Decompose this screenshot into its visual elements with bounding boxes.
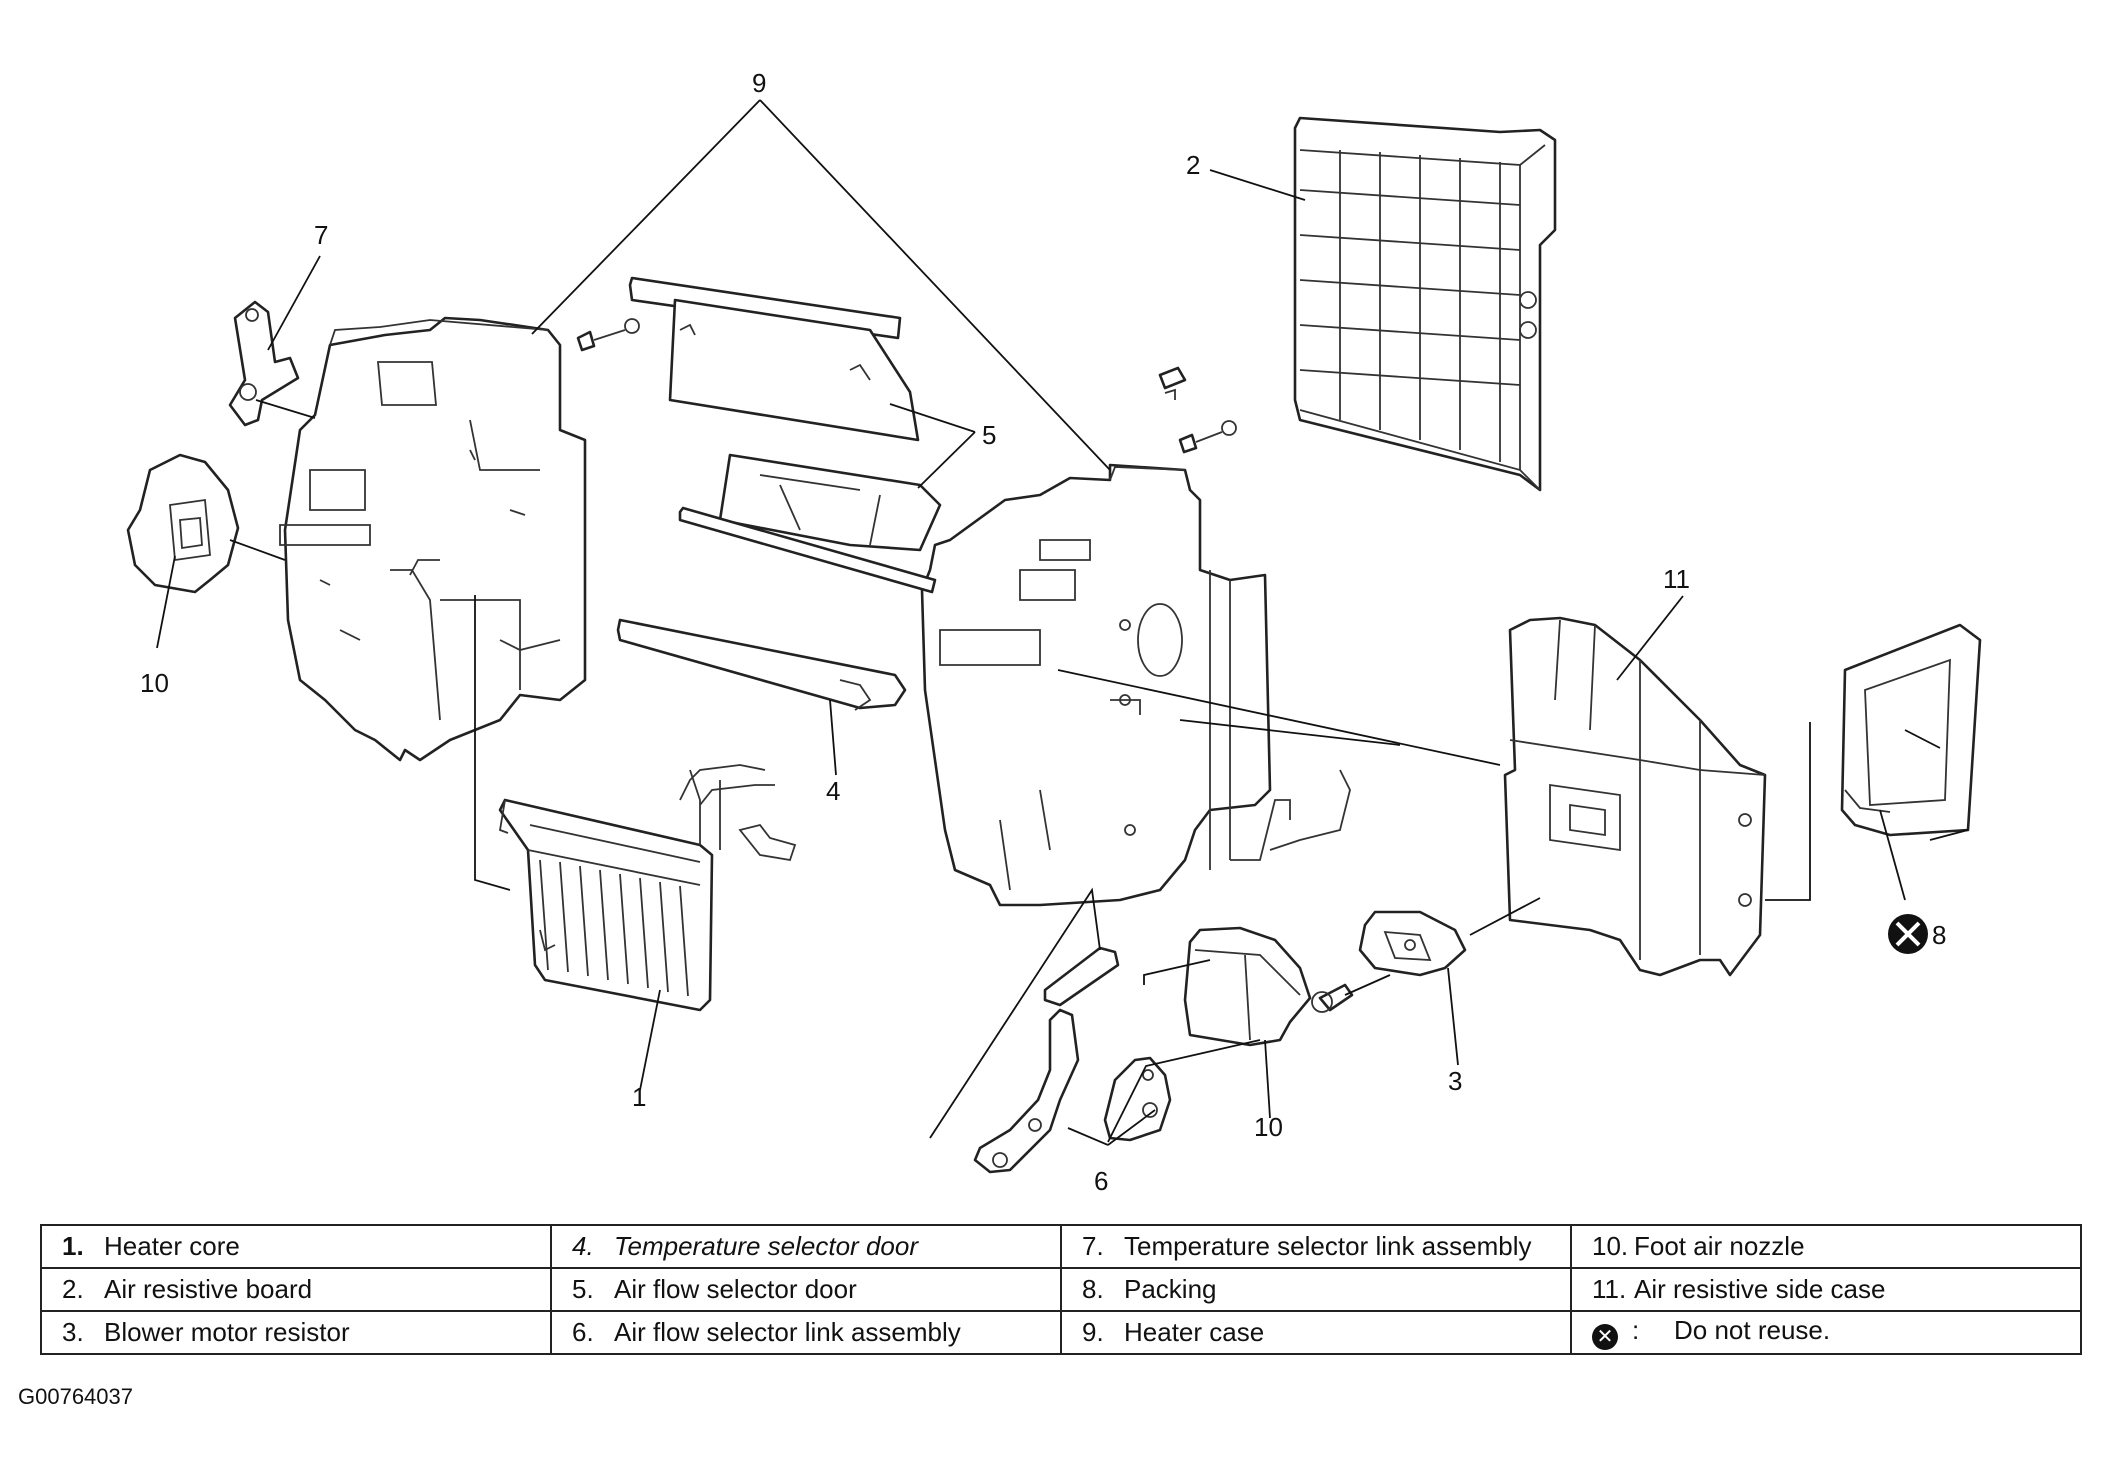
legend-row: 2.Air resistive board 5.Air flow selecto… <box>40 1267 2082 1312</box>
callout-8: 8 <box>1932 920 1946 950</box>
legend-cell: 5.Air flow selector door <box>550 1267 1062 1312</box>
leader-lines <box>156 99 1969 1146</box>
air-resistive-side-case <box>1503 616 1767 977</box>
air-flow-selector-door-lower <box>678 453 942 594</box>
heater-case-right <box>920 463 1351 907</box>
screw-fasteners <box>576 318 1237 454</box>
do-not-reuse-icon: ✕ <box>1592 1324 1618 1350</box>
callout-11: 11 <box>1663 564 1690 594</box>
callout-2: 2 <box>1186 150 1200 180</box>
legend-cell: 7.Temperature selector link assembly <box>1060 1224 1572 1269</box>
callout-5: 5 <box>982 420 996 450</box>
legend-cell: 4.Temperature selector door <box>550 1224 1062 1269</box>
exploded-parts-diagram: 9 2 7 5 10 11 4 8 1 3 10 6 <box>126 68 1982 1196</box>
figure-id: G00764037 <box>18 1384 133 1409</box>
air-resistive-board <box>1293 116 1557 492</box>
legend-cell: 10.Foot air nozzle <box>1570 1224 2082 1269</box>
packing-gasket <box>1840 623 1982 837</box>
callout-9: 9 <box>752 68 766 98</box>
temperature-selector-link <box>228 300 300 427</box>
legend-cell: 9.Heater case <box>1060 1310 1572 1355</box>
legend-cell: 11.Air resistive side case <box>1570 1267 2082 1312</box>
callout-7: 7 <box>314 220 328 250</box>
callout-6: 6 <box>1094 1166 1108 1196</box>
callout-4: 4 <box>826 776 840 806</box>
legend-cell: ✕:Do not reuse. <box>1570 1310 2082 1355</box>
foot-air-nozzle-right <box>1183 926 1312 1047</box>
legend-cell: 6.Air flow selector link assembly <box>550 1310 1062 1355</box>
legend-cell: 2.Air resistive board <box>40 1267 552 1312</box>
legend-cell: 8.Packing <box>1060 1267 1572 1312</box>
parts-legend-table: 1.Heater core 4.Temperature selector doo… <box>40 1224 2082 1355</box>
callout-labels: 9 2 7 5 10 11 4 8 1 3 10 6 <box>140 68 1946 1196</box>
callout-3: 3 <box>1448 1066 1462 1096</box>
diagram-canvas: 9 2 7 5 10 11 4 8 1 3 10 6 <box>126 68 1982 1196</box>
heater-core <box>498 764 797 1012</box>
legend-cell: 3.Blower motor resistor <box>40 1310 552 1355</box>
blower-motor-resistor <box>1311 910 1467 1013</box>
temperature-selector-door <box>616 618 907 711</box>
callout-10-right: 10 <box>1254 1112 1283 1142</box>
do-not-reuse-mark <box>1888 914 1928 954</box>
heater-case-left <box>279 316 587 762</box>
callout-1: 1 <box>632 1082 646 1112</box>
air-flow-selector-link <box>973 946 1172 1174</box>
air-flow-selector-door-upper <box>628 276 920 442</box>
foot-air-nozzle-left <box>126 453 240 594</box>
legend-row: 3.Blower motor resistor 6.Air flow selec… <box>40 1310 2082 1355</box>
legend-cell: 1.Heater core <box>40 1224 552 1269</box>
legend-row: 1.Heater core 4.Temperature selector doo… <box>40 1224 2082 1269</box>
callout-10-left: 10 <box>140 668 169 698</box>
